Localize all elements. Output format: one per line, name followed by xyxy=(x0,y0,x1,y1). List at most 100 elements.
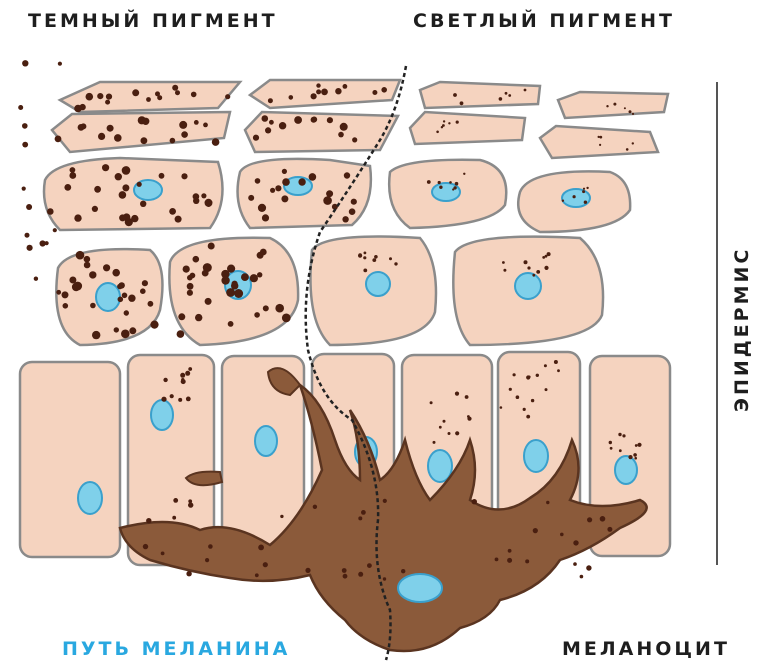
melanin-granule xyxy=(584,201,587,204)
melanin-granule xyxy=(311,93,317,99)
melanin-granule xyxy=(146,518,151,523)
melanin-granule xyxy=(438,181,441,184)
melanin-granule xyxy=(554,360,558,364)
melanin-granule xyxy=(586,565,591,570)
melanin-granule xyxy=(255,573,259,577)
melanin-granule xyxy=(56,290,61,295)
melanocyte-dendrite-tip xyxy=(186,472,222,486)
melanin-granule xyxy=(545,388,548,391)
melanin-granule xyxy=(508,549,512,553)
melanin-granule xyxy=(208,544,213,549)
melanin-granule xyxy=(122,293,128,299)
nucleus xyxy=(96,283,120,311)
melanin-granule xyxy=(205,558,209,562)
melanin-granule xyxy=(401,569,405,573)
melanin-granule xyxy=(172,516,176,520)
melanin-granule xyxy=(193,256,200,263)
melanin-granule xyxy=(455,431,459,435)
melanin-granule xyxy=(452,188,454,190)
melanin-granule xyxy=(573,540,578,545)
melanin-granule xyxy=(610,447,613,450)
melanin-granule xyxy=(102,164,109,171)
melanin-granule xyxy=(289,95,294,100)
melanin-granule xyxy=(58,62,62,66)
melanin-granule xyxy=(187,283,194,290)
melanin-granule xyxy=(294,116,302,124)
melanin-granule xyxy=(187,290,193,296)
melanin-granule xyxy=(269,120,274,125)
melanin-granule xyxy=(185,371,190,376)
melanin-granule xyxy=(634,457,637,460)
melanin-granule xyxy=(439,426,442,429)
melanin-granule xyxy=(443,120,445,122)
melanin-granule xyxy=(311,117,317,123)
melanin-granule xyxy=(618,433,621,436)
melanin-granule xyxy=(342,216,348,222)
melanin-granule xyxy=(178,313,185,320)
melanin-granule xyxy=(241,273,249,281)
melanin-granule xyxy=(455,182,459,186)
melanin-granule xyxy=(600,516,606,522)
melanin-granule xyxy=(268,98,273,103)
melanin-granule xyxy=(624,107,626,109)
melanin-granule xyxy=(140,288,146,294)
melanin-granule xyxy=(263,305,269,311)
melanin-granule xyxy=(106,94,112,100)
melanin-granule xyxy=(281,195,288,202)
melanin-granule xyxy=(205,298,212,305)
melanin-granule xyxy=(381,87,387,93)
cell-flat xyxy=(410,112,525,144)
melanin-granule xyxy=(22,123,28,129)
melanin-granule xyxy=(545,255,548,258)
melanin-granule xyxy=(124,310,129,315)
melanin-granule xyxy=(557,369,560,372)
melanin-granule xyxy=(316,89,321,94)
melanin-granule xyxy=(524,89,527,92)
melanin-granule xyxy=(358,572,363,577)
melanin-granule xyxy=(533,528,538,533)
melanin-granule xyxy=(150,321,158,329)
nucleus xyxy=(515,273,541,299)
melanin-granule xyxy=(546,501,549,504)
melanin-granule xyxy=(186,397,191,402)
melanin-granule xyxy=(128,295,135,302)
melanin-granule xyxy=(389,257,392,260)
melanin-granule xyxy=(18,105,23,110)
melanin-granule xyxy=(335,88,341,94)
melanin-granule xyxy=(143,544,148,549)
melanin-granule xyxy=(188,367,192,371)
melanin-granule xyxy=(161,397,166,402)
melanin-granule xyxy=(495,558,499,562)
melanin-granule xyxy=(309,173,317,181)
melanin-granule xyxy=(118,297,124,303)
nucleus xyxy=(615,456,637,484)
melanin-granule xyxy=(248,195,254,201)
melanin-granule xyxy=(374,255,378,259)
melanin-granule xyxy=(599,136,602,139)
melanin-granule xyxy=(282,178,290,186)
melanin-granule xyxy=(430,401,433,404)
melanin-granule xyxy=(64,184,71,191)
melanin-granule xyxy=(427,180,431,184)
melanin-granule xyxy=(443,420,446,423)
melanin-granule xyxy=(282,314,291,323)
melanin-granule xyxy=(351,199,357,205)
melanin-granule xyxy=(254,312,260,318)
melanin-granule xyxy=(364,252,367,255)
melanin-granule xyxy=(606,105,608,107)
melanin-granule xyxy=(562,200,564,202)
melanin-granule xyxy=(70,167,76,173)
melanin-granule xyxy=(22,142,28,148)
melanin-granule xyxy=(119,214,126,221)
melanin-granule xyxy=(544,364,547,367)
melanin-granule xyxy=(463,173,465,175)
melanin-granule xyxy=(231,282,238,289)
melanin-granule xyxy=(505,92,508,95)
melanin-granule xyxy=(587,517,592,522)
melanin-granule xyxy=(582,190,585,193)
melanin-granule xyxy=(343,574,348,579)
melanin-granule xyxy=(225,94,230,99)
melanin-granule xyxy=(92,206,98,212)
melanin-granule xyxy=(258,545,264,551)
